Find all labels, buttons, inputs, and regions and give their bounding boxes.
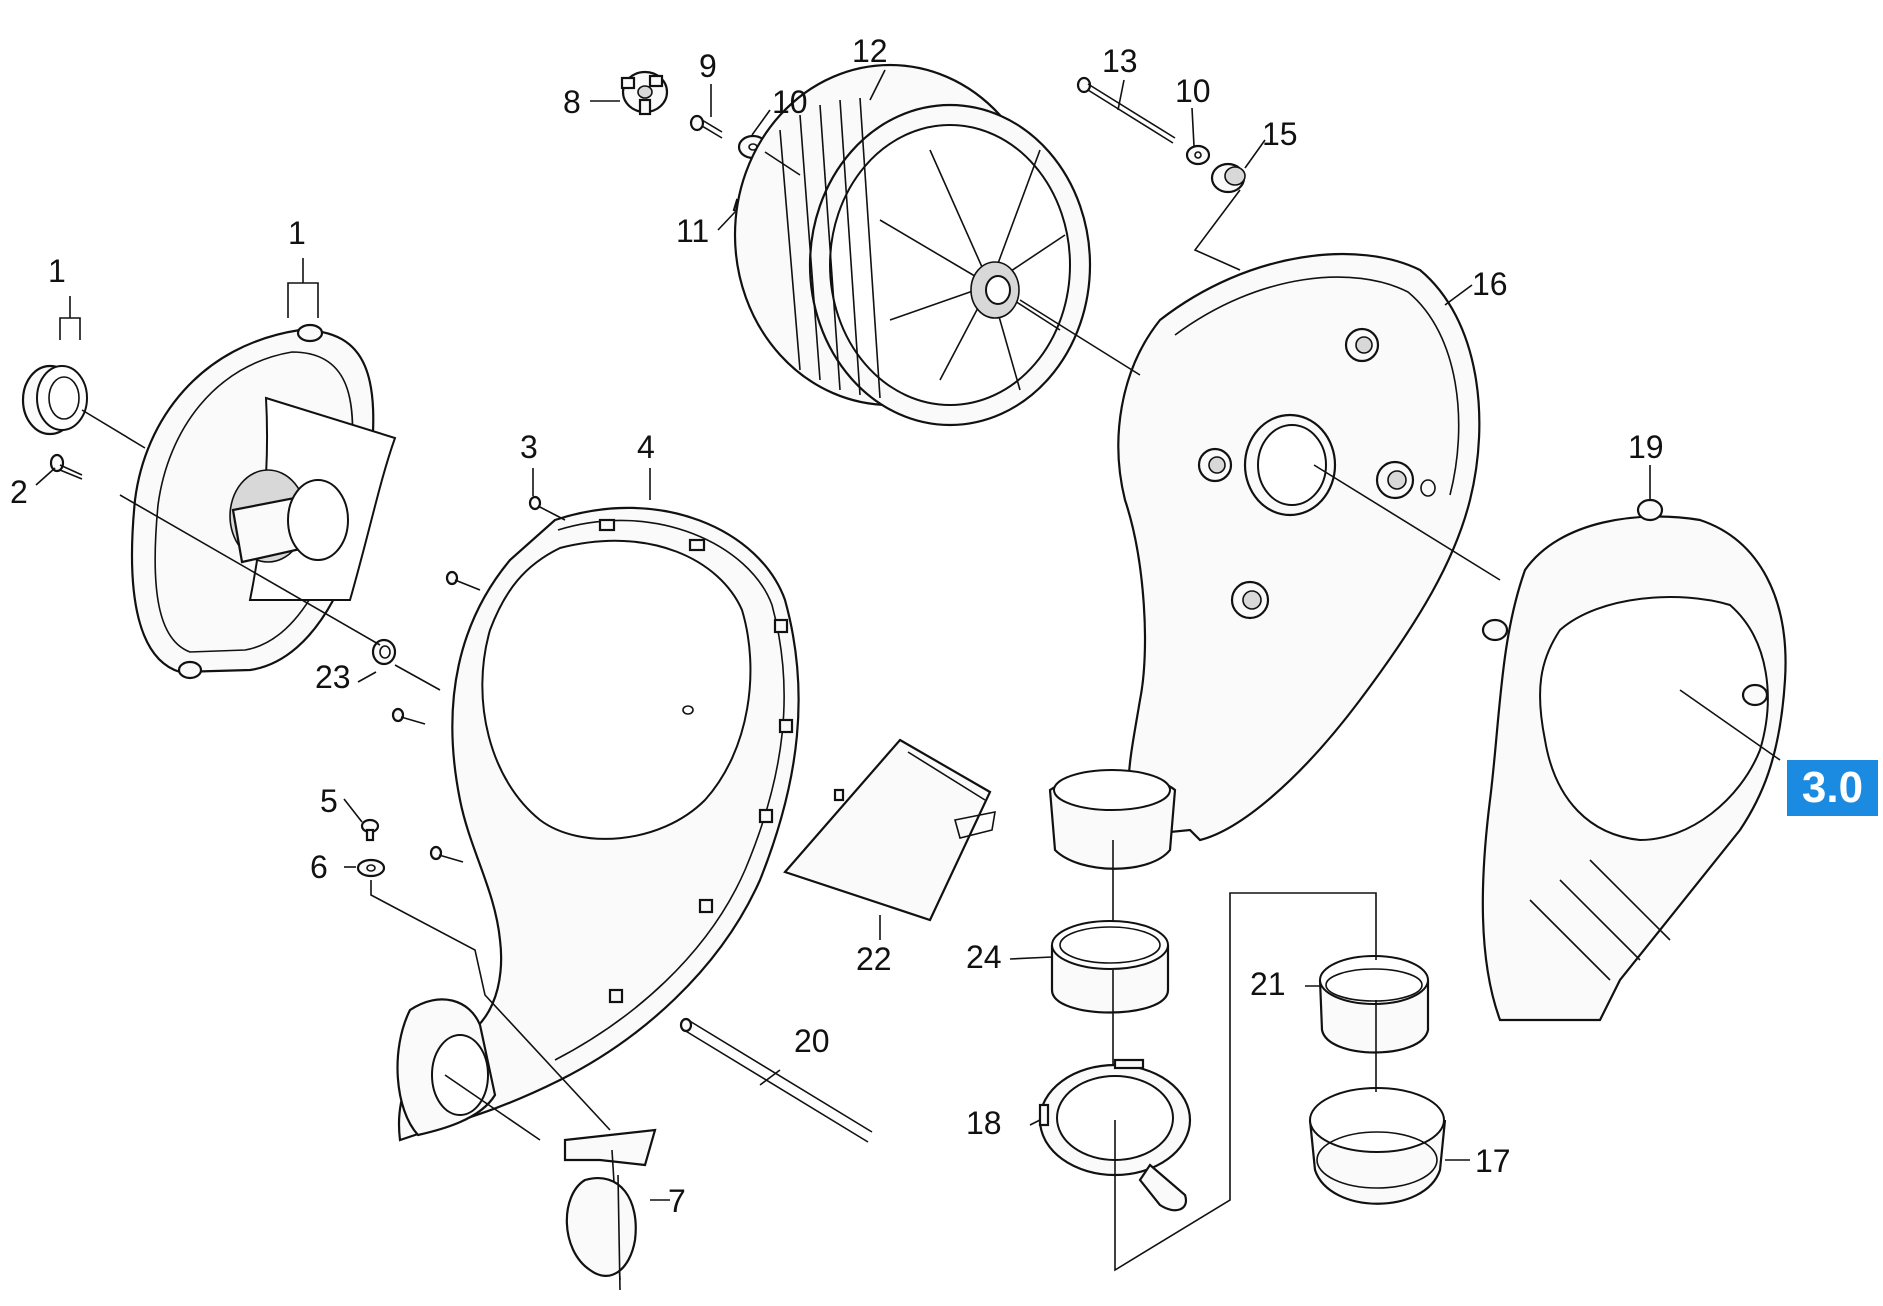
callout-11: 11 xyxy=(676,213,709,249)
callout-7: 7 xyxy=(668,1183,686,1219)
part-cover-plate xyxy=(130,323,397,680)
part-washer-10b xyxy=(1185,144,1211,166)
part-ring-24 xyxy=(1050,920,1170,1014)
callout-19: 19 xyxy=(1628,429,1664,465)
callout-labels: 1 1 2 3 4 5 6 7 8 9 10 11 12 13 10 15 16… xyxy=(10,33,1664,1219)
part-ring-21 xyxy=(1318,955,1430,1054)
part-bushing xyxy=(1210,162,1246,194)
part-rod xyxy=(679,1017,873,1143)
callout-1-left: 1 xyxy=(48,253,66,289)
part-coupling xyxy=(620,70,669,116)
part-fan-wheel xyxy=(733,63,1092,427)
part-seal-ring xyxy=(21,364,88,436)
callout-13: 13 xyxy=(1102,43,1138,79)
callout-8: 8 xyxy=(563,84,581,120)
part-screw xyxy=(49,453,83,480)
part-long-screw xyxy=(1076,76,1176,144)
part-housing-back xyxy=(1048,252,1481,870)
callout-16: 16 xyxy=(1472,266,1508,302)
part-screw-5 xyxy=(360,818,380,842)
callout-24: 24 xyxy=(966,939,1002,975)
callout-23: 23 xyxy=(315,659,351,695)
callout-10-right: 10 xyxy=(1175,73,1211,109)
part-housing-half xyxy=(396,506,800,1142)
leader-lines xyxy=(35,69,1781,1272)
callout-4: 4 xyxy=(637,429,655,465)
part-screw-9 xyxy=(689,114,723,139)
callout-20: 20 xyxy=(794,1023,830,1059)
section-badge: 3.0 xyxy=(1787,760,1878,816)
callout-17: 17 xyxy=(1475,1143,1511,1179)
callout-12: 12 xyxy=(852,33,888,69)
part-washer-6 xyxy=(356,858,386,878)
callout-5: 5 xyxy=(320,783,338,819)
part-flap-valve xyxy=(563,1128,657,1291)
callout-9: 9 xyxy=(699,48,717,84)
part-ring-17 xyxy=(1308,1087,1447,1205)
callout-18: 18 xyxy=(966,1105,1002,1141)
callout-3: 3 xyxy=(520,429,538,465)
callout-6: 6 xyxy=(310,849,328,885)
part-screw-3 xyxy=(391,495,566,863)
callout-1-right: 1 xyxy=(288,215,306,251)
callout-2: 2 xyxy=(10,474,28,510)
callout-10-left: 10 xyxy=(772,84,808,120)
part-filter xyxy=(783,738,996,922)
part-washer-23 xyxy=(371,638,397,666)
callout-21: 21 xyxy=(1250,966,1286,1002)
callout-15: 15 xyxy=(1262,116,1298,152)
part-outer-cover xyxy=(1481,498,1787,1022)
callout-22: 22 xyxy=(856,941,892,977)
